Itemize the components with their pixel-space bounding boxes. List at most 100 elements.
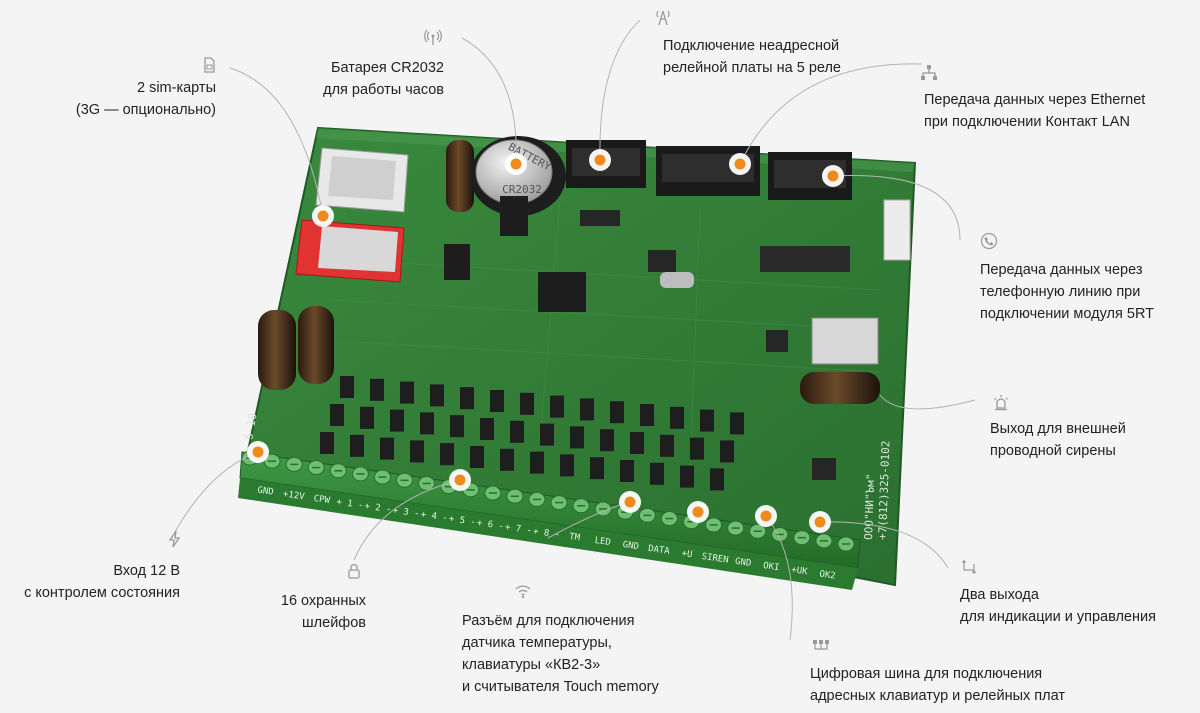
terminal-label: CPW (313, 494, 331, 506)
smd-resistor (450, 415, 464, 438)
callout-phone-line-2: телефонную линию при (980, 284, 1141, 300)
smd-resistor (390, 409, 404, 432)
callout-power: Вход 12 В с контролем состояния (20, 560, 180, 604)
smd-resistor (590, 457, 604, 480)
terminal-label: + 2 - (364, 502, 392, 516)
smd-resistor (610, 401, 624, 424)
sim-holders (295, 147, 409, 283)
callout-siren: Выход для внешней проводной сирены (990, 418, 1170, 462)
callout-outputs-line-2: для индикации и управления (960, 609, 1156, 625)
smd-resistor (460, 387, 474, 410)
smd-resistor (650, 462, 664, 485)
smd-resistor (330, 404, 344, 426)
callout-temp: Разъём для подключения датчика температу… (462, 610, 702, 698)
terminal-label: OK2 (819, 569, 836, 581)
callout-relay: Подключение неадресной релейной платы на… (663, 35, 883, 79)
callout-sim-line-1: 2 sim-карты (136, 80, 216, 96)
smd-resistor (670, 406, 684, 429)
callout-phone-line-1: Передача данных через (980, 262, 1143, 278)
callout-battery: Батарея CR2032 для работы часов (280, 57, 444, 101)
smd-resistor (440, 443, 454, 466)
smd-resistor (410, 440, 424, 463)
callout-temp-line-1: Разъём для подключения (462, 613, 635, 629)
terminal-label: + 7 - (504, 523, 532, 537)
terminal-label: + 3 - (392, 506, 420, 520)
callout-siren-line-1: Выход для внешней (990, 421, 1126, 437)
battery-cr2032: BATTERY CR2032 (470, 136, 566, 236)
marker-dot (734, 158, 746, 170)
terminal-label: GND (622, 540, 639, 552)
smd-resistor (690, 437, 704, 460)
callout-relay-line-1: Подключение неадресной (663, 38, 840, 54)
marker-dot (692, 506, 704, 518)
marker-dot (814, 516, 826, 528)
smd-resistor (380, 437, 394, 460)
smd-resistor (560, 454, 574, 477)
callout-ethernet-line-2: при подключении Контакт LAN (924, 114, 1130, 130)
smd-resistor (530, 451, 544, 474)
capacitors (258, 140, 880, 404)
callout-outputs: Два выхода для индикации и управления (960, 584, 1190, 628)
smd-resistor (420, 412, 434, 435)
marker-dot (317, 210, 329, 222)
terminal-label: LED (594, 536, 611, 548)
smd-resistor (720, 440, 734, 463)
smd-resistor (710, 468, 724, 491)
callout-markers (247, 149, 844, 533)
smd-resistor (360, 406, 374, 429)
siren-icon (994, 395, 1008, 411)
smd-resistor (630, 432, 644, 454)
marker-dot (760, 510, 772, 522)
callout-relay-line-2: релейной платы на 5 реле (663, 60, 841, 76)
callout-temp-line-3: клавиатуры «КВ2-3» (462, 657, 601, 673)
smd-resistor (490, 390, 504, 412)
terminal-label: +UK (791, 565, 809, 577)
smd-resistor (660, 434, 674, 457)
battery-model-text: CR2032 (502, 183, 542, 196)
callout-loops-line-2: шлейфов (302, 615, 366, 631)
callout-bus-line-2: адресных клавиатур и релейных плат (810, 688, 1065, 704)
marker-dot (510, 158, 522, 170)
lock-icon (348, 563, 360, 579)
smd-resistor (680, 465, 694, 488)
callout-phone: Передача данных через телефонную линию п… (980, 259, 1190, 325)
version-marking: 5-10 (242, 412, 259, 440)
terminal-label: + 6 - (476, 518, 504, 532)
terminal-label: + 4 - (420, 510, 448, 524)
terminal-label: + 8 - (532, 527, 560, 541)
terminal-label: DATA (647, 544, 670, 557)
callout-loops-line-1: 16 охранных (280, 593, 366, 609)
smd-resistor (700, 409, 714, 432)
chips (444, 210, 879, 480)
terminal-label: TM (568, 532, 581, 543)
callout-battery-line-1: Батарея CR2032 (330, 60, 444, 76)
smd-resistor (320, 432, 334, 454)
sim-card-icon (204, 57, 215, 73)
wifi-icon (515, 585, 531, 599)
smd-resistor (370, 378, 384, 401)
smd-resistor (730, 412, 744, 435)
phone-marking: +7(812)325-0102 (876, 440, 892, 540)
callout-loops: 16 охранных шлейфов (240, 590, 366, 634)
terminal-label: SIREN (701, 552, 729, 566)
terminal-label: + 1 - (336, 497, 364, 511)
callout-siren-line-2: проводной сирены (990, 443, 1116, 459)
marker-dot (252, 446, 264, 458)
network-icon (921, 65, 937, 80)
callout-power-line-1: Вход 12 В (113, 563, 180, 579)
callout-ethernet: Передача данных через Ethernet при подкл… (924, 89, 1184, 133)
marker-dot (454, 474, 466, 486)
callout-bus: Цифровая шина для подключения адресных к… (810, 663, 1100, 707)
pcb-board (244, 126, 917, 587)
antenna-icon (424, 29, 442, 45)
terminal-label: +U (681, 549, 693, 560)
terminal-label: GND (257, 486, 274, 498)
smd-resistor (640, 404, 654, 426)
smd-resistor (620, 460, 634, 482)
callout-temp-line-4: и считывателя Touch memory (462, 679, 659, 695)
marker-dot (624, 496, 636, 508)
terminal-label: GND (734, 557, 751, 569)
board-markings: ООО"НИ"Ъм" +7(812)325-0102 5-10 (242, 412, 892, 540)
